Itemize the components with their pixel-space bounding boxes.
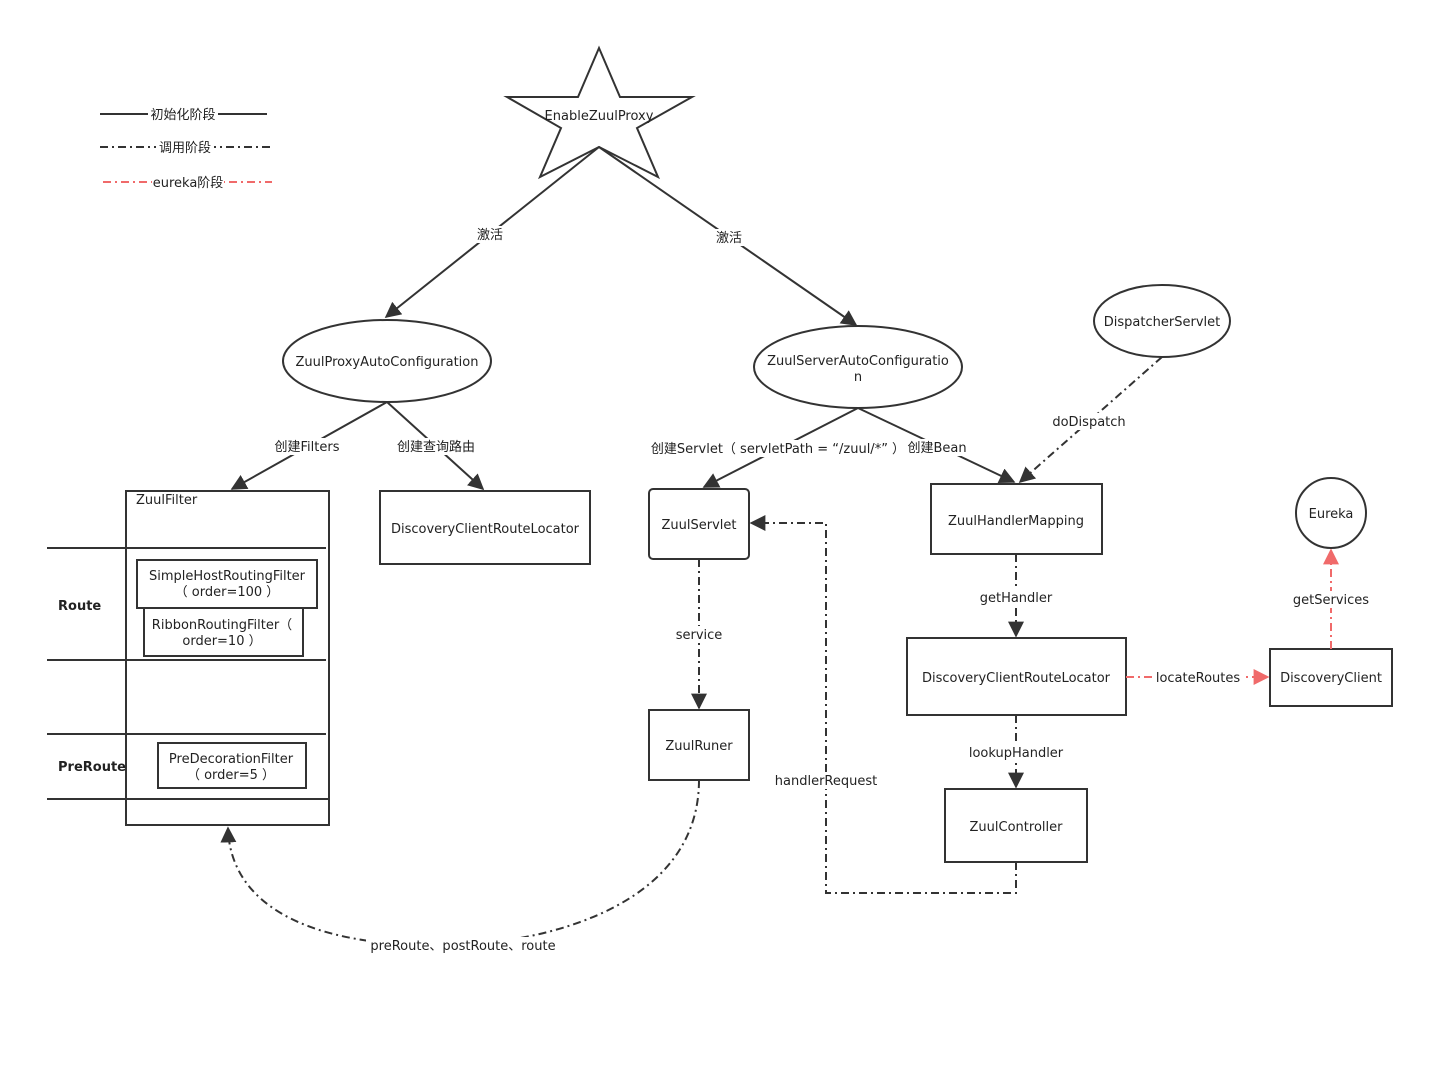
zuul-controller-label: ZuulController <box>970 820 1064 835</box>
legend-invoke-label: 调用阶段 <box>159 141 211 156</box>
pre-decoration-filter-label-2: （ order=5 ） <box>187 768 275 783</box>
edge-do-dispatch-label: doDispatch <box>1052 415 1125 430</box>
edge-lookup-handler-label: lookupHandler <box>969 746 1064 761</box>
discovery-client-route-locator-right-label: DiscoveryClientRouteLocator <box>922 671 1111 686</box>
edge-create-query-route-label: 创建查询路由 <box>397 439 475 455</box>
discovery-client-node: DiscoveryClient <box>1269 648 1393 707</box>
edge-activate-right-label: 激活 <box>716 231 742 246</box>
ribbon-routing-filter-node: RibbonRoutingFilter（ order=10 ） <box>143 607 304 657</box>
pre-decoration-filter-box <box>157 742 307 789</box>
enable-zuul-proxy-label: EnableZuulProxy <box>545 109 654 124</box>
legend-eureka-label: eureka阶段 <box>153 176 224 191</box>
eureka-label: Eureka <box>1309 507 1354 522</box>
ribbon-routing-filter-box <box>143 607 304 657</box>
discovery-client-box <box>1269 648 1393 707</box>
zuul-proxy-auto-config-label: ZuulProxyAutoConfiguration <box>296 355 479 370</box>
eureka-circle <box>1295 477 1367 549</box>
zuul-handler-mapping-box <box>930 483 1103 555</box>
eureka-node: Eureka <box>1295 477 1367 549</box>
pre-decoration-filter-node: PreDecorationFilter （ order=5 ） <box>157 742 307 789</box>
edge-create-bean-label: 创建Bean <box>907 441 966 456</box>
edge-get-services-label: getServices <box>1293 593 1369 608</box>
zuul-servlet-node: ZuulServlet <box>648 488 750 560</box>
zuul-servlet-label: ZuulServlet <box>662 518 737 533</box>
zuul-filter-container: ZuulFilter Route PreRoute SimpleHostRout… <box>47 490 330 826</box>
legend: 初始化阶段 调用阶段 eureka阶段 <box>100 106 272 191</box>
simple-host-routing-filter-node: SimpleHostRoutingFilter （ order=100 ） <box>136 559 318 609</box>
edge-create-servlet-label: 创建Servlet（ servletPath = “/zuul/*” ） <box>651 442 905 457</box>
edge-pre-post-route-label: preRoute、postRoute、route <box>370 939 555 954</box>
zuul-server-auto-config-label-1: ZuulServerAutoConfiguratio <box>767 354 949 369</box>
edge-locate-routes-label: locateRoutes <box>1156 671 1241 686</box>
zuul-server-auto-config-label-2: n <box>854 370 862 385</box>
zuul-handler-mapping-node: ZuulHandlerMapping <box>930 483 1103 555</box>
discovery-client-route-locator-right-node: DiscoveryClientRouteLocator <box>906 637 1127 716</box>
zuul-runer-node: ZuulRuner <box>648 709 750 781</box>
discovery-client-route-locator-left-label: DiscoveryClientRouteLocator <box>391 522 580 537</box>
zuul-controller-node: ZuulController <box>944 788 1088 863</box>
edge-create-filters-label: 创建Filters <box>275 440 340 455</box>
dispatcher-servlet-node: DispatcherServlet <box>1093 284 1231 358</box>
discovery-client-label: DiscoveryClient <box>1280 671 1382 686</box>
zuul-server-auto-config-node: ZuulServerAutoConfiguratio n <box>753 325 963 409</box>
discovery-client-route-locator-right-box <box>906 637 1127 716</box>
edge-activate-left-label: 激活 <box>477 228 503 243</box>
edge-pre-post-route <box>220 779 700 947</box>
zuul-handler-mapping-label: ZuulHandlerMapping <box>948 514 1084 529</box>
simple-host-routing-filter-label-1: SimpleHostRoutingFilter <box>149 569 306 584</box>
zuul-controller-box <box>944 788 1088 863</box>
simple-host-routing-filter-box <box>136 559 318 609</box>
dispatcher-servlet-label: DispatcherServlet <box>1104 315 1220 330</box>
ribbon-routing-filter-label-2: order=10 ） <box>182 634 261 649</box>
zuul-runer-box <box>648 709 750 781</box>
simple-host-routing-filter-label-2: （ order=100 ） <box>175 585 280 600</box>
zuul-proxy-auto-config-node: ZuulProxyAutoConfiguration <box>282 319 492 403</box>
lane-route-label: Route <box>58 599 101 614</box>
edge-handler-request-label: handlerRequest <box>775 774 877 789</box>
enable-zuul-proxy-node: EnableZuulProxy <box>503 45 696 180</box>
pre-decoration-filter-label-1: PreDecorationFilter <box>169 752 294 767</box>
discovery-client-route-locator-left-node: DiscoveryClientRouteLocator <box>379 490 591 565</box>
discovery-client-route-locator-left-box <box>379 490 591 565</box>
edge-handler-request <box>749 515 1017 894</box>
edge-get-handler-label: getHandler <box>980 591 1053 606</box>
zuul-runer-label: ZuulRuner <box>665 739 733 754</box>
zuul-filter-label: ZuulFilter <box>136 493 198 508</box>
lane-preroute-label: PreRoute <box>58 760 126 775</box>
ribbon-routing-filter-label-1: RibbonRoutingFilter（ <box>152 618 292 633</box>
edge-service-label: service <box>676 628 723 643</box>
legend-init-label: 初始化阶段 <box>150 108 215 123</box>
